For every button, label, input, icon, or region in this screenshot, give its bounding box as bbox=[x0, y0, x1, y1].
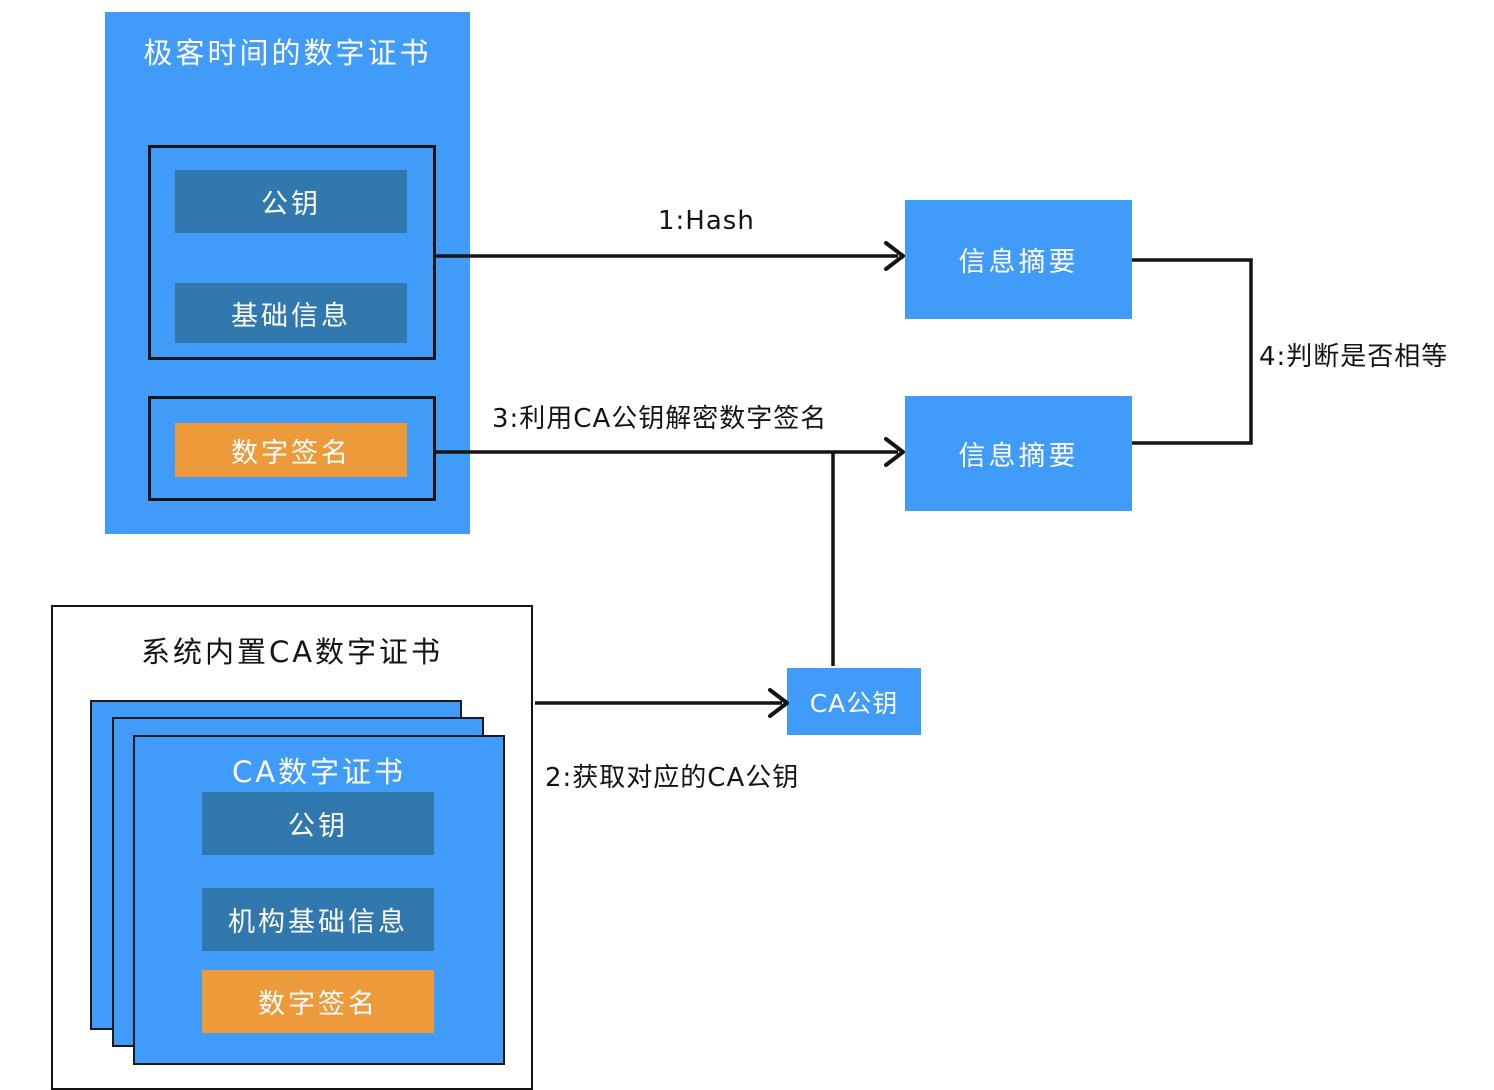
arrow-step2-head bbox=[768, 688, 789, 718]
ca-card-org-info-box: 机构基础信息 bbox=[202, 888, 434, 951]
ca-certificate-card-title: CA数字证书 bbox=[231, 755, 407, 789]
message-digest-top-label: 信息摘要 bbox=[958, 247, 1079, 278]
step1-label: 1:Hash bbox=[658, 206, 755, 236]
public-key-box: 公钥 bbox=[175, 170, 407, 233]
digital-signature-label: 数字签名 bbox=[231, 437, 351, 469]
geek-certificate-title: 极客时间的数字证书 bbox=[143, 36, 432, 70]
system-ca-title: 系统内置CA数字证书 bbox=[140, 635, 444, 669]
message-digest-top-box: 信息摘要 bbox=[905, 200, 1132, 319]
ca-card-digital-signature-label: 数字签名 bbox=[258, 989, 378, 1020]
system-ca-container: 系统内置CA数字证书 bbox=[51, 605, 533, 1090]
arrow-step1-head bbox=[884, 241, 905, 271]
certificate-signature-group bbox=[148, 396, 436, 501]
compare-bracket bbox=[1132, 258, 1253, 445]
message-digest-bottom-label: 信息摘要 bbox=[958, 441, 1079, 472]
certificate-content-group bbox=[148, 145, 436, 360]
basic-info-label: 基础信息 bbox=[231, 300, 351, 332]
ca-card-digital-signature-box: 数字签名 bbox=[202, 970, 434, 1033]
ca-card-public-key-label: 公钥 bbox=[288, 811, 348, 842]
ca-card-org-info-label: 机构基础信息 bbox=[228, 907, 408, 938]
basic-info-box: 基础信息 bbox=[175, 283, 407, 343]
message-digest-bottom-box: 信息摘要 bbox=[905, 396, 1132, 511]
ca-card-public-key-box: 公钥 bbox=[202, 792, 434, 855]
step4-label: 4:判断是否相等 bbox=[1259, 342, 1449, 372]
ca-public-key-box: CA公钥 bbox=[787, 668, 921, 735]
digital-signature-box: 数字签名 bbox=[175, 423, 407, 477]
arrow-step3-head bbox=[884, 437, 905, 467]
public-key-label: 公钥 bbox=[261, 189, 321, 220]
ca-public-key-label: CA公钥 bbox=[809, 688, 899, 718]
step2-label: 2:获取对应的CA公钥 bbox=[545, 763, 800, 793]
step3-label: 3:利用CA公钥解密数字签名 bbox=[492, 404, 828, 434]
